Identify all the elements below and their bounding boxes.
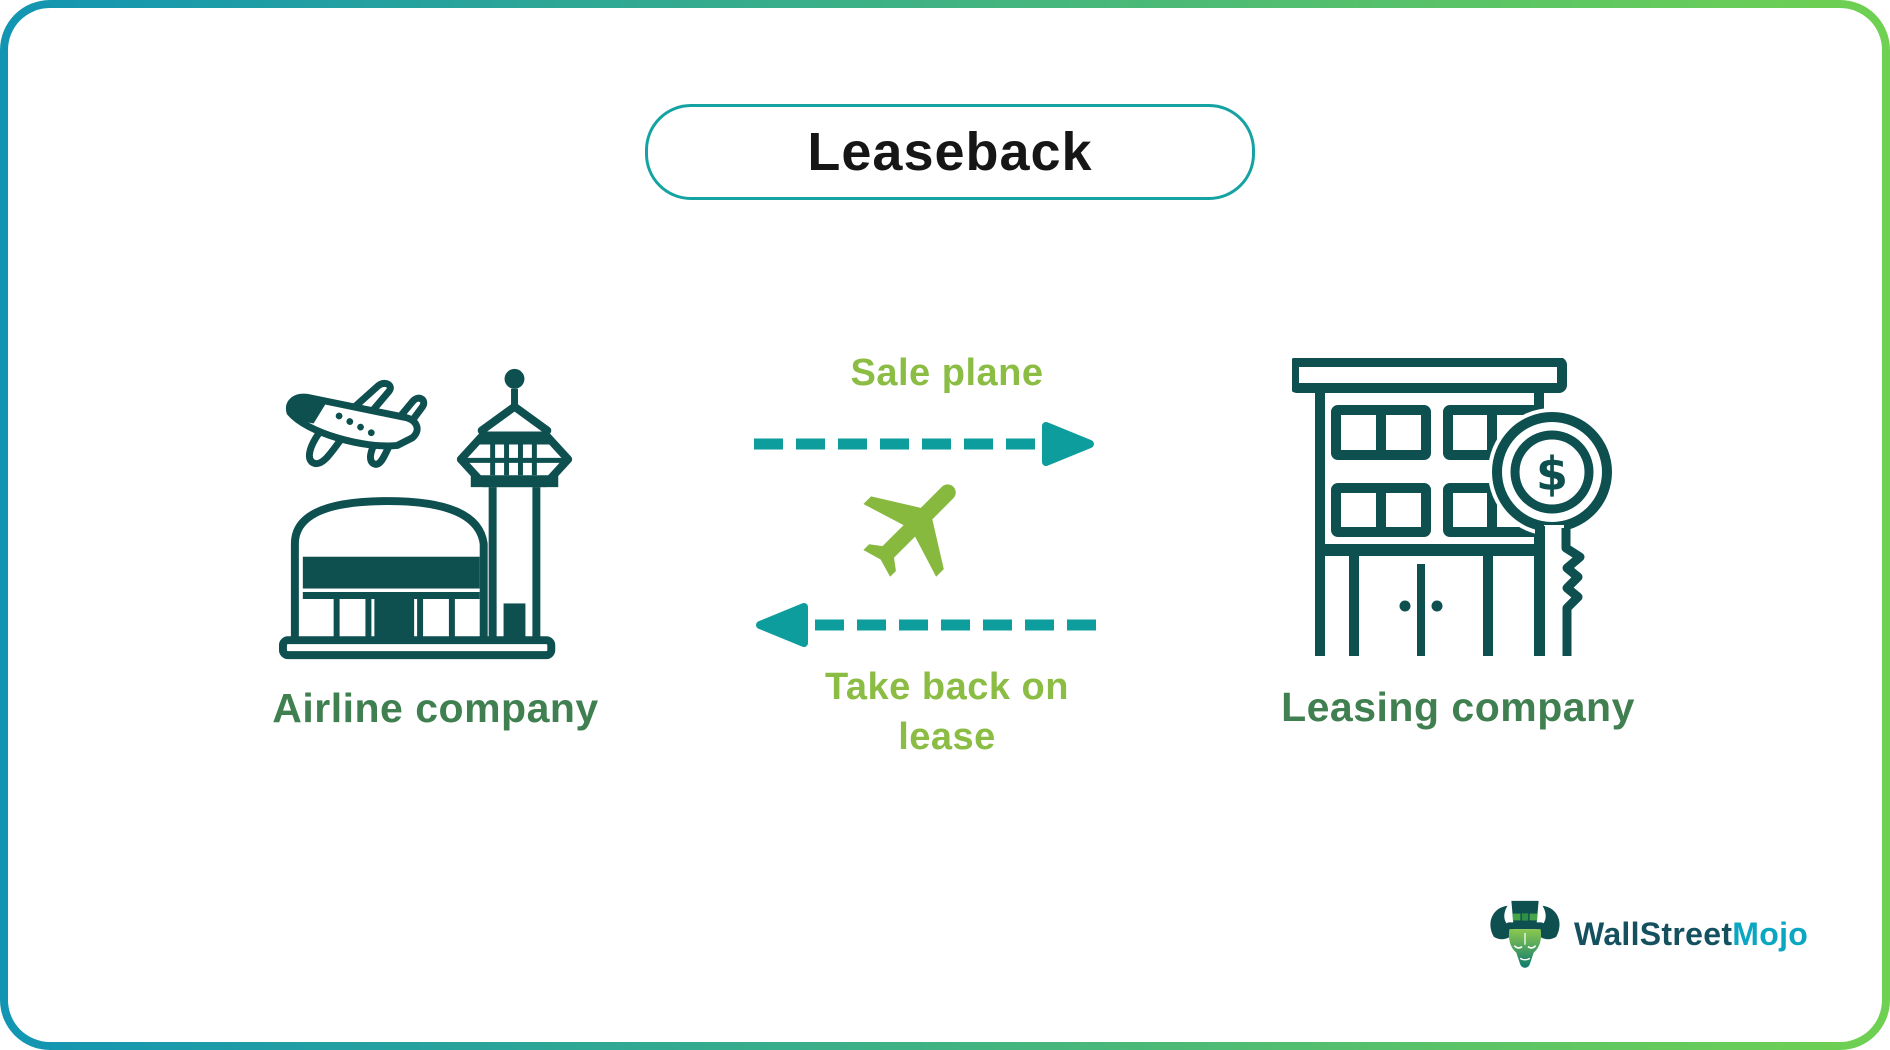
building-dollar-key-icon: $ [1292, 358, 1616, 656]
title-pill: Leaseback [645, 104, 1255, 200]
plane-icon [863, 484, 956, 577]
brand-text: WallStreetMojo [1574, 916, 1808, 953]
svg-text:$: $ [1536, 447, 1568, 501]
brand-wallstreet: WallStreet [1574, 915, 1733, 952]
take-back-label: Take back on lease [825, 666, 1069, 759]
bull-mascot-icon [1490, 900, 1560, 968]
sale-arrow-right-icon [754, 422, 1094, 466]
brand-mojo: Mojo [1732, 915, 1809, 952]
sale-plane-label: Sale plane [850, 352, 1044, 394]
airline-entity: Airline company [263, 355, 608, 732]
airline-label: Airline company [272, 685, 599, 731]
leasing-entity: $ Leasing company [1262, 358, 1654, 731]
leasing-label: Leasing company [1281, 684, 1635, 730]
lease-arrow-left-icon [756, 603, 1096, 647]
page-title: Leaseback [807, 122, 1093, 182]
airport-icon [278, 368, 573, 660]
wallstreetmojo-logo: WallStreetMojo [1486, 898, 1808, 970]
